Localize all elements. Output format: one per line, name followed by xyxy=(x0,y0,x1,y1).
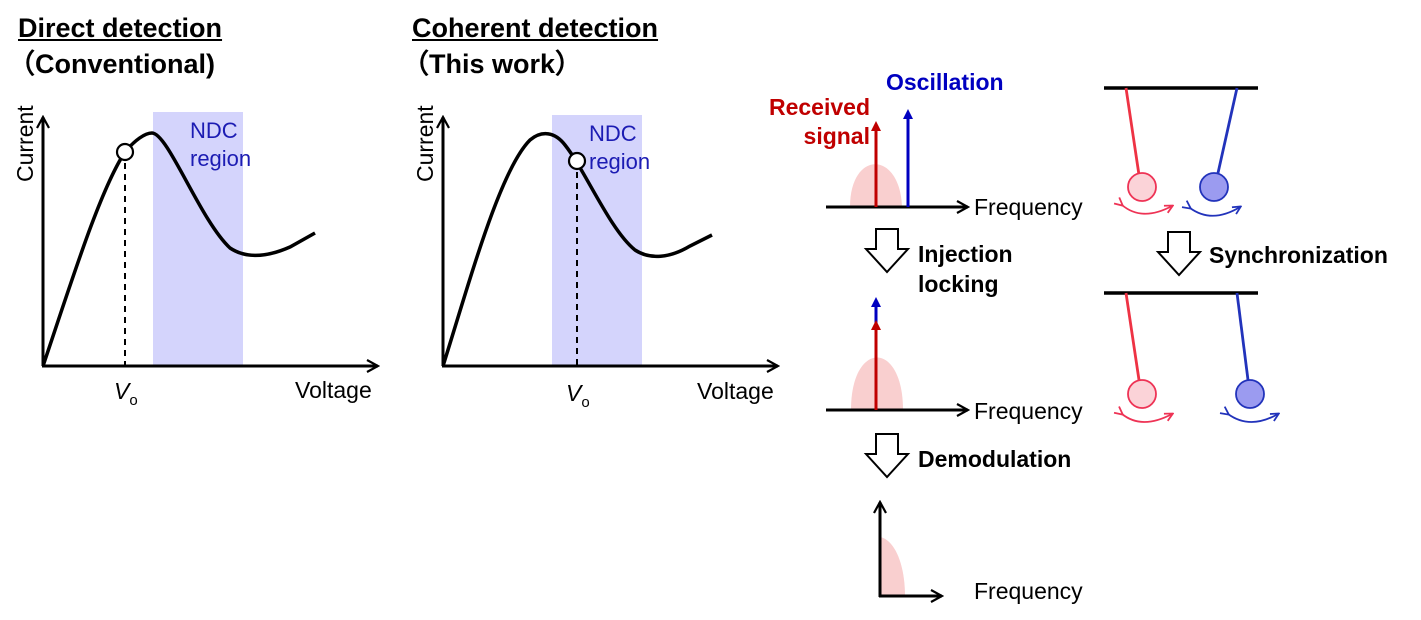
red-pendulum-rod xyxy=(1124,87,1141,176)
blue-swing-arrow xyxy=(1228,414,1278,423)
demodulation-label: Demodulation xyxy=(918,446,1072,472)
vo-label: Vo xyxy=(566,380,590,411)
direct-detection-title: Direct detection xyxy=(18,13,223,43)
red-swing-arrow xyxy=(1122,205,1172,215)
pendulums-before-sync xyxy=(1104,86,1258,217)
operating-point xyxy=(567,151,587,171)
red-pendulum-bob xyxy=(1127,379,1157,409)
x-axis-label: Voltage xyxy=(295,377,372,403)
synchronization-block-arrow xyxy=(1155,231,1203,277)
injection-locking-label: Injection locking xyxy=(918,241,1013,297)
ndc-region-label: NDC region xyxy=(589,121,651,174)
iv-curve xyxy=(41,131,316,367)
spectrum-before-locking xyxy=(826,109,968,207)
pendulums-after-sync xyxy=(1104,291,1278,423)
blue-pendulum-bob xyxy=(1235,379,1265,409)
direct-detection-subtitle: （Conventional) xyxy=(8,49,215,79)
y-axis-label: Current xyxy=(12,105,38,182)
coherent-detection-subtitle: （This work） xyxy=(402,49,583,79)
y-axis-label-wrap: Current xyxy=(0,105,52,190)
blue-pendulum-rod xyxy=(1216,87,1239,174)
red-pendulum-bob xyxy=(1127,172,1157,202)
frequency-axis-label: Frequency xyxy=(974,398,1083,424)
blue-swing-arrow xyxy=(1190,207,1240,217)
frequency-axis-label: Frequency xyxy=(974,578,1083,604)
baseband-spectrum xyxy=(880,537,905,596)
demodulation-block-arrow xyxy=(863,433,911,479)
x-axis-label: Voltage xyxy=(697,378,774,404)
iv-plot-direct xyxy=(42,112,378,366)
blue-pendulum-bob xyxy=(1199,172,1229,202)
frequency-axis-label: Frequency xyxy=(974,194,1083,220)
coherent-detection-title: Coherent detection xyxy=(412,13,659,43)
ndc-region-label: NDC region xyxy=(190,118,252,171)
y-axis-label-wrap: Current xyxy=(400,105,452,190)
blue-pendulum-rod xyxy=(1235,292,1250,381)
iv-curve xyxy=(441,132,713,367)
y-axis-label: Current xyxy=(412,105,438,182)
iv-plot-coherent xyxy=(442,115,778,366)
ndc-region-shade xyxy=(153,112,243,365)
vo-label: Vo xyxy=(114,378,138,409)
oscillation-label: Oscillation xyxy=(886,69,1004,95)
spectrum-demodulated xyxy=(879,502,942,597)
spectrum-after-locking xyxy=(826,297,968,410)
operating-point xyxy=(115,142,135,162)
red-swing-arrow xyxy=(1122,414,1172,423)
injection-locking-block-arrow xyxy=(863,228,911,274)
received-signal-label: Received signal xyxy=(768,94,870,149)
red-pendulum-rod xyxy=(1124,292,1141,381)
synchronization-label: Synchronization xyxy=(1209,242,1388,268)
